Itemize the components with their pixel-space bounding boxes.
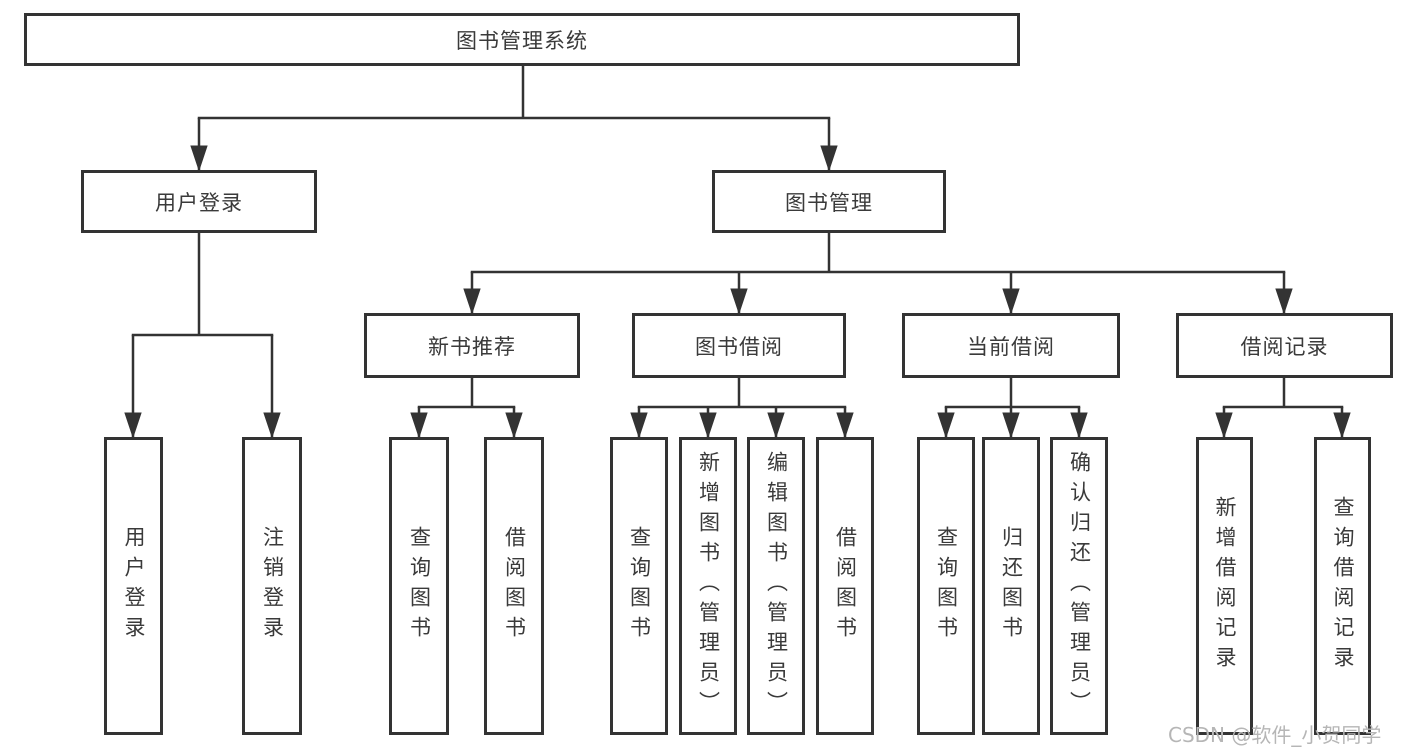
leaf-borrow-books-recommend: 借阅图书 bbox=[484, 437, 544, 735]
node-current-borrow: 当前借阅 bbox=[902, 313, 1120, 378]
leaf-query-books-borrow: 查询图书 bbox=[610, 437, 668, 735]
leaf-borrow-books-label: 借阅图书 bbox=[833, 526, 858, 646]
leaf-query-books-recommend-label: 查询图书 bbox=[407, 526, 432, 646]
leaf-confirm-return-admin-label: 确认归还（管理员） bbox=[1067, 451, 1092, 721]
node-root: 图书管理系统 bbox=[24, 13, 1020, 66]
leaf-query-books-current: 查询图书 bbox=[917, 437, 975, 735]
leaf-borrow-books: 借阅图书 bbox=[816, 437, 874, 735]
leaf-confirm-return-admin: 确认归还（管理员） bbox=[1050, 437, 1108, 735]
node-borrow-records-label: 借阅记录 bbox=[1240, 334, 1329, 359]
leaf-query-borrow-record-label: 查询借阅记录 bbox=[1331, 496, 1355, 676]
leaf-logout-label: 注销登录 bbox=[260, 526, 285, 646]
node-user-login-label: 用户登录 bbox=[155, 190, 243, 215]
node-user-login: 用户登录 bbox=[81, 170, 317, 233]
leaf-return-book-label: 归还图书 bbox=[999, 526, 1024, 646]
node-current-borrow-label: 当前借阅 bbox=[967, 334, 1055, 359]
leaf-query-books-current-label: 查询图书 bbox=[934, 526, 959, 646]
leaf-query-borrow-record: 查询借阅记录 bbox=[1314, 437, 1371, 735]
leaf-logout: 注销登录 bbox=[242, 437, 302, 735]
leaf-user-login: 用户登录 bbox=[104, 437, 163, 735]
node-root-label: 图书管理系统 bbox=[456, 28, 588, 53]
node-new-book-recommend-label: 新书推荐 bbox=[428, 334, 516, 359]
leaf-return-book: 归还图书 bbox=[982, 437, 1040, 735]
leaf-edit-book-admin: 编辑图书（管理员） bbox=[747, 437, 805, 735]
leaf-add-borrow-record: 新增借阅记录 bbox=[1196, 437, 1253, 735]
node-book-management-label: 图书管理 bbox=[785, 190, 873, 215]
leaf-query-books-borrow-label: 查询图书 bbox=[627, 526, 652, 646]
leaf-borrow-books-recommend-label: 借阅图书 bbox=[502, 526, 527, 646]
node-book-borrow-label: 图书借阅 bbox=[695, 334, 783, 359]
node-new-book-recommend: 新书推荐 bbox=[364, 313, 580, 378]
node-borrow-records: 借阅记录 bbox=[1176, 313, 1393, 378]
leaf-query-books-recommend: 查询图书 bbox=[389, 437, 449, 735]
watermark: CSDN @软件_小贺同学 bbox=[1168, 723, 1382, 747]
leaf-edit-book-admin-label: 编辑图书（管理员） bbox=[764, 451, 789, 721]
leaf-add-borrow-record-label: 新增借阅记录 bbox=[1213, 496, 1237, 676]
node-book-management: 图书管理 bbox=[712, 170, 946, 233]
node-book-borrow: 图书借阅 bbox=[632, 313, 846, 378]
leaf-add-book-admin-label: 新增图书（管理员） bbox=[696, 451, 721, 721]
leaf-add-book-admin: 新增图书（管理员） bbox=[679, 437, 737, 735]
leaf-user-login-label: 用户登录 bbox=[122, 526, 146, 646]
